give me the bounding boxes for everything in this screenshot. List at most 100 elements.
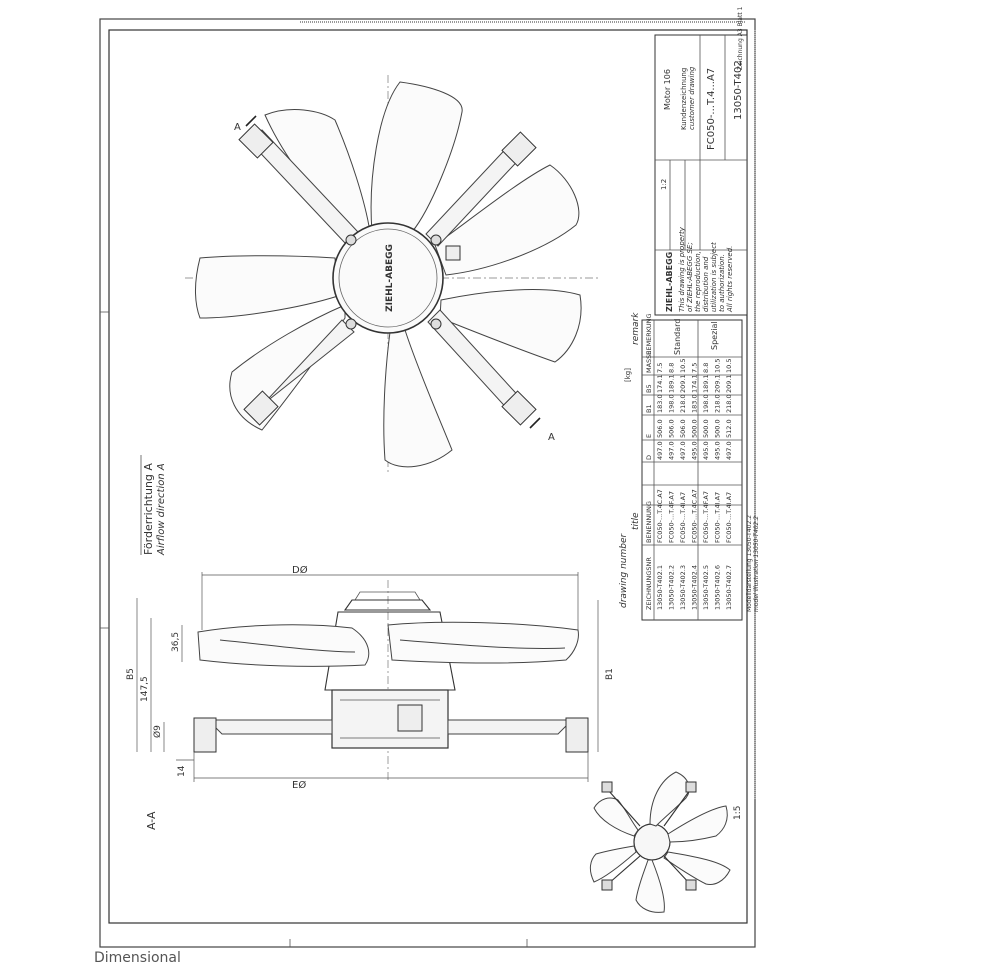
page-caption: Dimensional [94, 950, 181, 966]
fan-blade [370, 81, 463, 233]
table-cell: 8.8 [702, 363, 710, 373]
table-cell: 506.0 [668, 419, 676, 438]
table-cell: FC050-...T.4C.A7 [656, 489, 664, 543]
table-cell: 495.0 [702, 441, 710, 460]
sheet-inner-border [108, 29, 748, 924]
table-cell: FC050-...T.4I.A7 [725, 492, 733, 543]
table-cell: 13050-T402.3 [679, 565, 687, 610]
fan-small-view: 1:5 [589, 771, 743, 913]
table-cell: 13050-T402.4 [691, 565, 699, 610]
table-column-header: MASSE [645, 351, 653, 373]
dimension-365: 36,5 [171, 632, 181, 652]
table-cell: 209.1 [714, 374, 722, 393]
table-cell: 189.1 [668, 374, 676, 393]
small-view-scale: 1:5 [733, 806, 743, 820]
fan-blade [195, 255, 339, 319]
mounting-arm [238, 123, 359, 245]
table-column-header: D [645, 455, 653, 460]
title-copyright-4: distribution and [702, 256, 710, 312]
cable-gland [445, 245, 461, 261]
mounting-arm [427, 309, 537, 426]
table-cell: 13050-T402.2 [668, 565, 676, 610]
fan-side-view: DØ EØ B5 147,5 36,5 Ø9 14 B1 [126, 564, 615, 791]
section-view-label: A-A [145, 811, 158, 830]
table-footer-en: model illustration 13050-T402.2 [753, 516, 760, 612]
dimension-e: EØ [292, 779, 306, 791]
table-cell: 189.1 [702, 374, 710, 393]
table-cell: 506.0 [679, 419, 687, 438]
table-cell: 497.0 [656, 441, 664, 460]
table-footer-de: Modelldarstellung 13050-T402.2 [746, 515, 753, 612]
table-column-header: BEMERKUNG [645, 313, 653, 355]
table-column-header: BENENNUNG [645, 501, 653, 543]
title-block: Motor 106 Kundenzeichnung customer drawi… [654, 6, 748, 316]
title-copyright-1: This drawing is property [678, 226, 686, 312]
title-scale: 1:2 [660, 179, 668, 190]
title-motor: Motor 106 [663, 69, 672, 110]
remark-standard: Standard [673, 319, 682, 355]
table-cell: 497.0 [679, 441, 687, 460]
motor-hub [332, 222, 444, 334]
table-cell: 183.0 [656, 394, 664, 413]
table-cell: 13050-T402.5 [702, 565, 710, 610]
table-cell: FC050-...T.4F.A7 [702, 491, 710, 543]
section-marker-bottom: A [548, 432, 555, 443]
table-cell: 10.5 [725, 359, 733, 373]
table-cell: 495.0 [714, 441, 722, 460]
table-cell: 183.0 [691, 394, 699, 413]
title-kundenzeichnung: Kundenzeichnung [680, 68, 688, 130]
table-cell: FC050-...T.4F.A7 [668, 491, 676, 543]
mounting-arm [243, 319, 355, 426]
table-column-header: E [645, 434, 653, 438]
fan-blade [434, 164, 580, 276]
table-heading-remark: remark [631, 312, 641, 345]
airflow-label-en: Airflow direction A [156, 463, 167, 556]
title-copyright-2: of ZIEHL-ABEGG SE; [686, 242, 694, 312]
dimension-14: 14 [177, 765, 187, 777]
hub-brand-logo: ZIEHL-ABEGG [385, 244, 395, 312]
table-cell: 218.0 [679, 394, 687, 413]
fan-top-view: ZIEHL-ABEGG A A [185, 75, 600, 475]
title-customer-drawing: customer drawing [688, 66, 696, 130]
table-column-header: B1 [645, 404, 653, 413]
title-drawing-no: 13050-T402 [733, 60, 744, 120]
table-column-header: ZEICHNUNGSNR [645, 557, 653, 610]
dimension-d: DØ [292, 564, 308, 576]
dimension-9: Ø9 [152, 725, 163, 738]
mounting-arm [425, 131, 537, 247]
table-cell: 7.5 [691, 363, 699, 373]
table-heading-title: title [631, 512, 641, 530]
fan-blade [439, 289, 582, 363]
dimension-147: 147,5 [140, 676, 150, 702]
table-cell: 506.0 [656, 419, 664, 438]
table-cell: 497.0 [668, 441, 676, 460]
dimension-b5: B5 [126, 668, 136, 680]
table-cell: FC050-...T.4C.A7 [691, 489, 699, 543]
table-cell: 7.5 [656, 363, 664, 373]
table-cell: 8.8 [668, 363, 676, 373]
title-sheet: Zeichnung A3 Blatt 1 [737, 6, 744, 70]
title-copyright-6: to authorization. [718, 254, 726, 312]
title-copyright-5: utilization is subject [710, 242, 718, 312]
table-cell: 10.5 [679, 359, 687, 373]
remark-spezial: Spezial [710, 321, 719, 350]
table-cell: 198.0 [702, 394, 710, 413]
table-column-header: B5 [645, 384, 653, 393]
table-cell: 500.0 [702, 419, 710, 438]
table-unit: [kg] [624, 368, 632, 382]
table-cell: 500.0 [714, 419, 722, 438]
table-cell: 495.0 [691, 441, 699, 460]
fan-blade [383, 329, 453, 468]
table-cell: 13050-T402.6 [714, 565, 722, 610]
table-cell: 209.1 [679, 374, 687, 393]
table-cell: 13050-T402.7 [725, 565, 733, 610]
table-cell: 218.0 [714, 394, 722, 413]
dimension-b1: B1 [605, 668, 615, 680]
title-copyright-7: All rights reserved. [726, 246, 734, 313]
table-cell: 500.0 [691, 419, 699, 438]
table-cell: 209.1 [725, 374, 733, 393]
dimension-table: ZEICHNUNGSNR BENENNUNG D E B1 B5 MASSEBEMERKUN… [619, 312, 760, 621]
title-brand: ZIEHL-ABEGG [665, 252, 674, 312]
